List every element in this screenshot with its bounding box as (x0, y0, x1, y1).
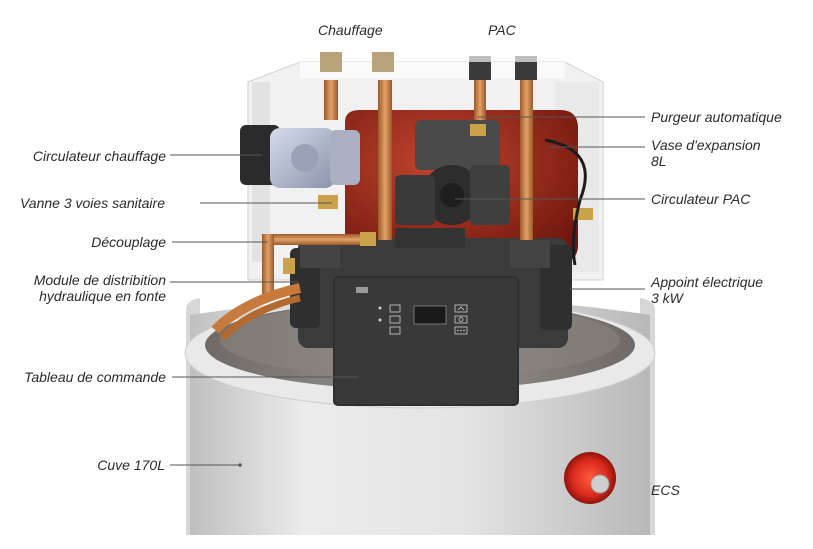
label-expansion-vessel: Vase d'expansion 8L (651, 137, 761, 169)
heating-circulator (240, 125, 360, 188)
brass-fittings (283, 124, 593, 274)
leader-lines (170, 116, 645, 466)
label-pac-circulator: Circulateur PAC (651, 191, 751, 207)
control-panel (333, 276, 519, 406)
label-electric-backup: Appoint électrique 3 kW (651, 274, 764, 306)
label-control-panel: Tableau de commande (24, 369, 166, 385)
arrow-up-icon (454, 304, 468, 313)
label-distribution-module: Module de distribition hydraulique en fo… (33, 272, 166, 304)
label-heating-top: Chauffage (318, 22, 383, 38)
sensor-cable (544, 138, 587, 266)
label-pac-top: PAC (488, 22, 516, 38)
label-ecs: ECS (651, 482, 680, 498)
top-fittings (320, 52, 537, 80)
display-icon (389, 304, 401, 335)
label-heating-circulator: Circulateur chauffage (32, 148, 166, 164)
label-decoupling: Découplage (91, 234, 166, 250)
arrow-down-icon (454, 315, 468, 324)
leader-tank-dot (238, 463, 242, 467)
copper-pipes (211, 70, 533, 341)
settings-icon (454, 326, 468, 335)
label-tank: Cuve 170L (97, 457, 165, 473)
ecs-outlet (564, 452, 616, 504)
label-sanitary-valve: Vanne 3 voies sanitaire (19, 195, 165, 211)
label-auto-purge: Purgeur automatique (651, 109, 782, 125)
